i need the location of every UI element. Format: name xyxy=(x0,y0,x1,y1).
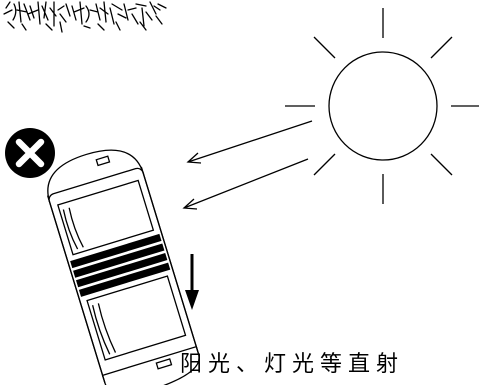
sun-ray xyxy=(313,153,336,176)
down-arrow-icon xyxy=(185,254,199,310)
sun-ray xyxy=(430,153,453,176)
detector-lower-lens xyxy=(86,275,187,361)
detector-body xyxy=(48,167,198,383)
x-circle-icon xyxy=(5,128,55,178)
caption-text: 阳光、灯光等直射 xyxy=(180,352,405,377)
sun-disc xyxy=(328,51,438,161)
infrared-detector xyxy=(46,149,200,389)
detector-bottom-led xyxy=(155,358,173,370)
sun-icon xyxy=(285,8,479,204)
detector-grille xyxy=(70,233,171,297)
light-ray-arrow xyxy=(182,120,313,210)
detector-top-led xyxy=(95,155,111,167)
detector-upper-lens xyxy=(57,179,155,256)
sun-ray xyxy=(313,36,336,59)
scribble-mark xyxy=(3,1,167,33)
sun-ray xyxy=(430,36,453,59)
